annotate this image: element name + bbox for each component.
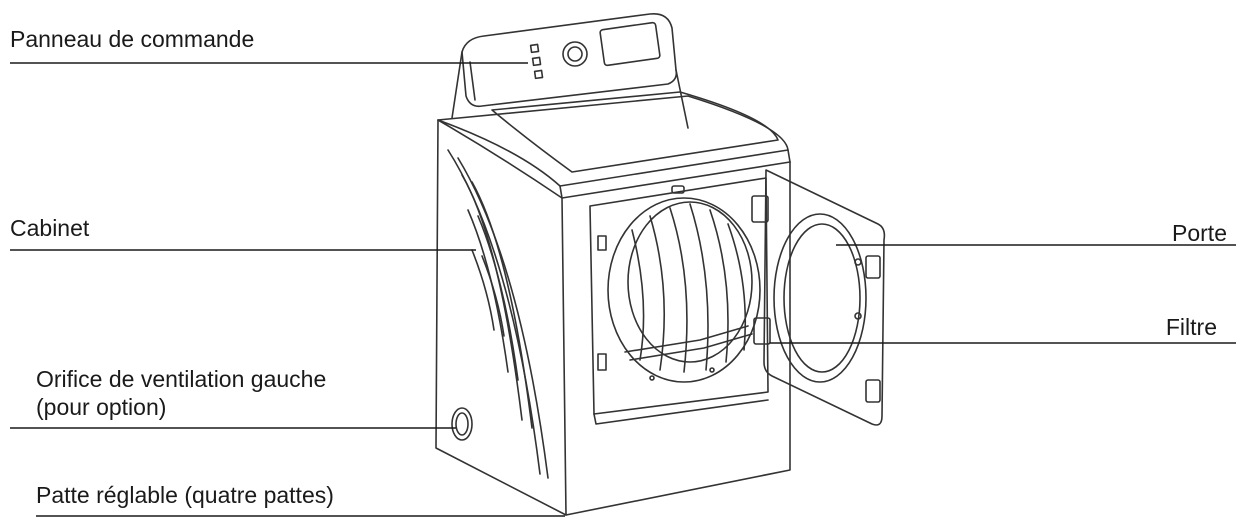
cabinet-front-drawing [561, 161, 791, 516]
label-door: Porte [1172, 220, 1227, 246]
label-cabinet: Cabinet [10, 215, 90, 241]
top-lid-drawing [437, 91, 791, 199]
label-vent-line1: Orifice de ventilation gauche [36, 366, 327, 392]
drum-drawing [607, 197, 761, 383]
label-filter: Filtre [1165, 314, 1217, 340]
label-control-panel: Panneau de commande [10, 26, 255, 52]
label-leg: Patte réglable (quatre pattes) [36, 482, 334, 508]
control-panel-drawing [451, 12, 689, 129]
cabinet-side-drawing [435, 119, 567, 516]
door-drawing [751, 169, 886, 426]
label-vent-line2: (pour option) [36, 394, 167, 420]
